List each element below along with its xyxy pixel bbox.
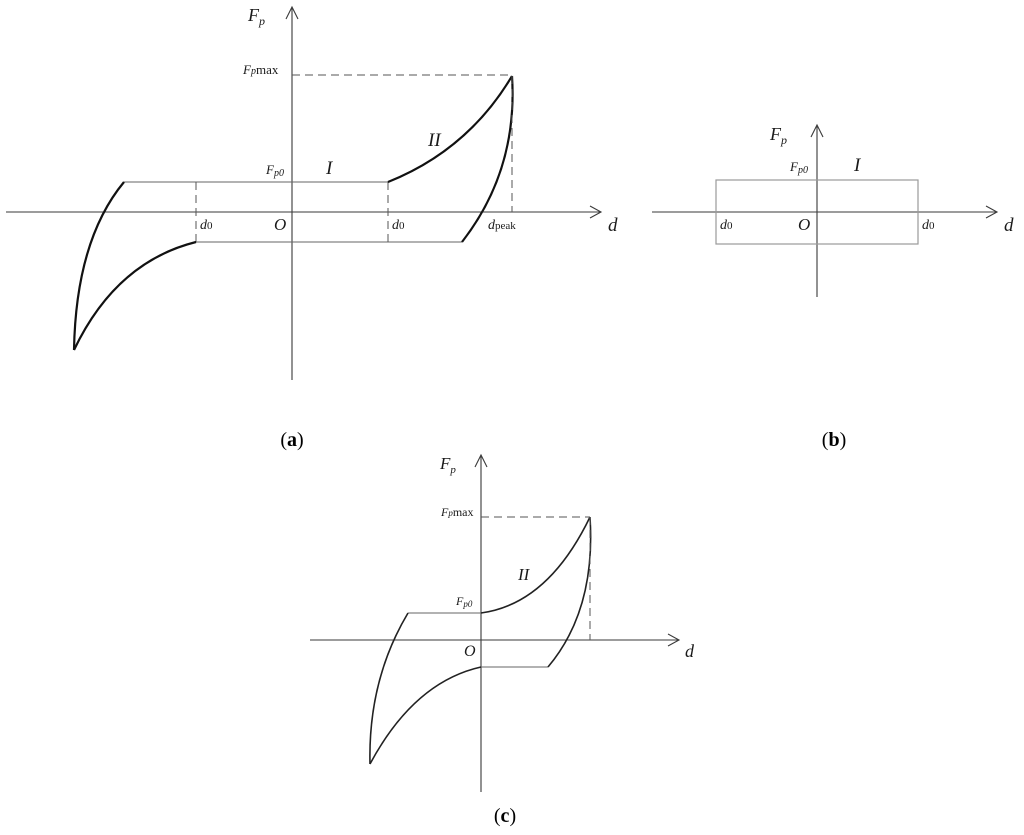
panel-a-caption: (a) bbox=[280, 429, 303, 451]
panel-b-plateau-rect bbox=[715, 179, 919, 245]
panel-a-region-one-label: I bbox=[325, 158, 334, 179]
panel-c-caption: (c) bbox=[494, 805, 516, 827]
panel-b-x-axis-arrowhead bbox=[985, 205, 999, 219]
panel-b-y-axis-label: Fp bbox=[769, 124, 787, 147]
panel-c-fpmax-label: Fpmax bbox=[440, 505, 474, 519]
panel-a-loading-curve bbox=[387, 75, 513, 184]
panel-c-y-axis-arrowhead bbox=[474, 453, 488, 468]
panel-b-fp0-label: Fp0 bbox=[789, 159, 808, 176]
panel-a-d0-right-label: d0 bbox=[392, 218, 405, 233]
panel-c-y-axis-label: Fp bbox=[439, 454, 456, 476]
panel-c: Fp Fpmax Fp0 II O d (c) bbox=[310, 453, 695, 827]
panel-a-negative-unloading-curve bbox=[72, 181, 125, 351]
panel-b-d0-left-label: d0 bbox=[720, 218, 733, 233]
panel-b-y-axis-arrowhead bbox=[810, 123, 824, 138]
panel-a-fpmax-label: Fpmax bbox=[242, 62, 279, 77]
panel-a: Fp Fpmax Fp0 I II O d0 d0 dpeak d (a) bbox=[6, 5, 618, 451]
panel-a-negative-loading-curve bbox=[73, 240, 197, 351]
panel-b: Fp Fp0 I O d0 d0 d (b) bbox=[652, 123, 1014, 451]
panel-c-unloading-curve bbox=[547, 516, 592, 668]
panel-b-d0-right-label: d0 bbox=[922, 218, 935, 233]
panel-c-loading-curve bbox=[480, 516, 591, 614]
panel-b-region-one-label: I bbox=[853, 155, 862, 176]
panel-a-fp0-label: Fp0 bbox=[265, 162, 284, 179]
panel-a-y-axis-arrowhead bbox=[285, 5, 299, 20]
panel-a-x-axis-arrowhead bbox=[589, 205, 603, 219]
panel-a-x-axis-label: d bbox=[608, 215, 618, 236]
panel-c-origin-label: O bbox=[464, 643, 476, 660]
panel-a-region-two-label: II bbox=[427, 130, 442, 151]
panel-c-region-two-label: II bbox=[517, 565, 531, 584]
panel-c-fp0-label: Fp0 bbox=[455, 594, 473, 609]
panel-c-x-axis-label: d bbox=[685, 641, 695, 661]
panel-a-dpeak-label: dpeak bbox=[488, 218, 516, 233]
panel-b-origin-label: O bbox=[798, 215, 810, 234]
panel-a-origin-label: O bbox=[274, 215, 286, 234]
panel-a-y-axis-label: Fp bbox=[247, 5, 265, 28]
panel-c-negative-loading-curve bbox=[369, 666, 482, 765]
panel-a-d0-left-label: d0 bbox=[200, 218, 213, 233]
panel-b-x-axis-label: d bbox=[1004, 215, 1014, 236]
panel-c-negative-unloading-curve bbox=[369, 612, 409, 765]
panel-b-caption: (b) bbox=[822, 429, 846, 451]
panel-c-x-axis-arrowhead bbox=[667, 633, 681, 647]
panel-a-unloading-curve bbox=[461, 75, 514, 243]
